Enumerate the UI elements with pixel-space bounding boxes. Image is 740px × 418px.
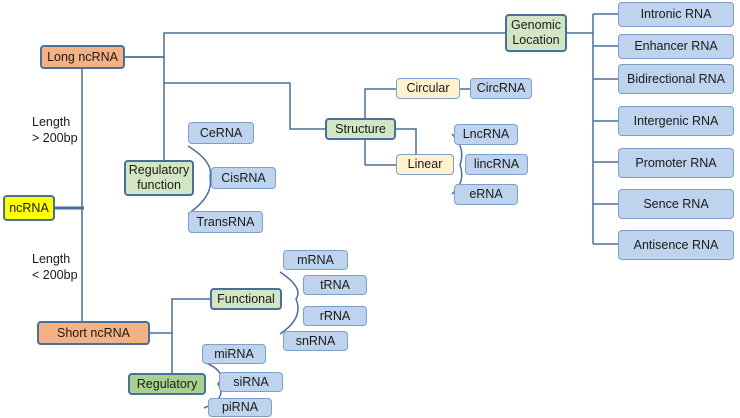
linear-item-erna: eRNA: [454, 184, 518, 205]
short-ncrna-node: Short ncRNA: [37, 321, 150, 345]
linear-item-lncrna: LncRNA: [454, 124, 518, 145]
regulatory-item-cisrna: CisRNA: [211, 167, 276, 189]
functional-node: Functional: [210, 288, 282, 310]
genomic-location-line2: Location: [512, 33, 560, 47]
circrna-node: CircRNA: [470, 78, 532, 99]
length-short-line1: Length: [32, 252, 71, 266]
regulatory-item-cerna: CeRNA: [188, 122, 254, 144]
genomic-item-bidirectional: Bidirectional RNA: [618, 64, 734, 94]
short-regulatory-node: Regulatory: [128, 373, 206, 395]
regulatory-function-line2: function: [137, 178, 181, 192]
linear-item-lincrna: lincRNA: [465, 154, 528, 175]
short-regulatory-item-sirna: siRNA: [219, 372, 283, 392]
genomic-item-promoter: Promoter RNA: [618, 148, 734, 178]
regulatory-function-line1: Regulatory: [128, 163, 190, 177]
genomic-item-antisence: Antisence RNA: [618, 230, 734, 260]
genomic-location-node: Genomic Location: [505, 14, 567, 52]
length-long-line2: > 200bp: [32, 131, 78, 146]
linear-node: Linear: [396, 154, 454, 175]
regulatory-item-transrna: TransRNA: [188, 211, 263, 233]
genomic-item-intergenic: Intergenic RNA: [618, 106, 734, 136]
length-long-label: Length > 200bp: [32, 114, 78, 147]
regulatory-function-node: Regulatory function: [124, 160, 194, 196]
genomic-item-intronic: Intronic RNA: [618, 2, 734, 27]
genomic-item-sence: Sence RNA: [618, 189, 734, 219]
genomic-location-line1: Genomic: [510, 18, 562, 32]
functional-item-mrna: mRNA: [283, 250, 348, 270]
ncrna-root-node: ncRNA: [3, 195, 55, 221]
short-regulatory-item-mirna: miRNA: [202, 344, 266, 364]
length-long-line1: Length: [32, 115, 71, 129]
long-ncrna-node: Long ncRNA: [40, 45, 125, 69]
length-short-line2: < 200bp: [32, 268, 78, 283]
functional-item-rrna: rRNA: [303, 306, 367, 326]
short-regulatory-item-pirna: piRNA: [208, 398, 272, 417]
genomic-item-enhancer: Enhancer RNA: [618, 34, 734, 59]
functional-item-trna: tRNA: [303, 275, 367, 295]
length-short-label: Length < 200bp: [32, 251, 78, 284]
functional-item-snrna: snRNA: [283, 331, 348, 351]
structure-node: Structure: [325, 118, 396, 140]
circular-node: Circular: [396, 78, 460, 99]
